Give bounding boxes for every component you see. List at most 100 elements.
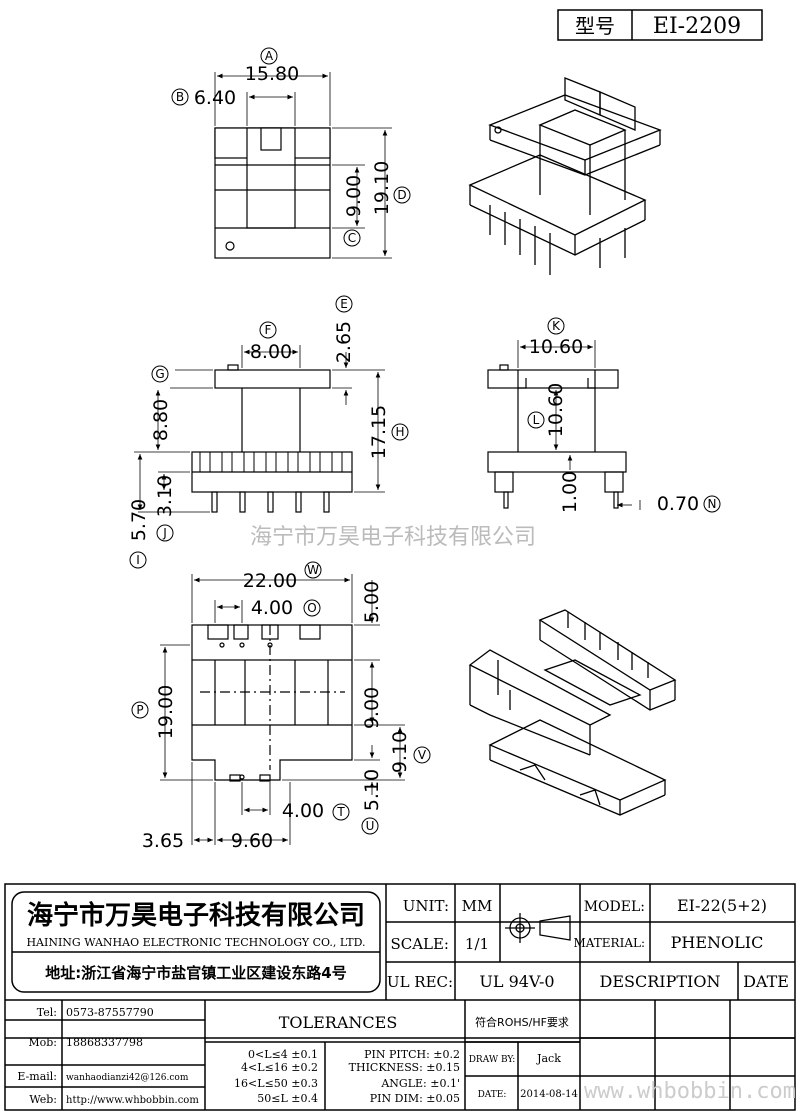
dim-365-value: 3.65 [142,830,184,852]
company-address: 地址:浙江省海宁市盐官镇工业区建设东路4号 [45,964,346,982]
label-p: P [136,703,143,717]
mob-label: Mob: [28,1036,57,1049]
tolerances-heading: TOLERANCES [279,1013,398,1032]
dim-n-small-value: 1.00 [559,471,581,513]
email-label: E-mail: [17,1070,57,1083]
watermark-url: www.whbobbin.com [584,1079,796,1104]
date-value: 2014-08-14 [520,1089,578,1100]
dim-u-value: 5.10 [361,769,383,811]
unit-label: UNIT: [403,897,449,915]
dim-m-value: 8.80 [150,399,172,441]
company-name-en: HAINING WANHAO ELECTRONIC TECHNOLOGY CO.… [26,936,365,949]
dim-v-value: 9.10 [389,731,411,773]
label-i: I [136,553,140,567]
scale-label: SCALE: [390,935,449,953]
material-value: PHENOLIC [671,933,764,952]
date-label: DATE: [478,1090,507,1100]
view-iso-top [468,77,662,275]
header-model-value: EI-2209 [653,14,741,39]
view-side [134,345,385,513]
view-bottom [160,574,405,845]
label-h: H [395,425,404,439]
thickness-tol: THICKNESS: ±0.15 [349,1061,460,1074]
ulrec-value: UL 94V-0 [479,972,554,991]
dim-e-value: 2.65 [333,321,355,363]
label-g: G [155,367,164,381]
label-l: L [533,413,540,427]
draw-by-value: Jack [536,1052,561,1065]
title-block-text: 海宁市万昊电子科技有限公司 HAINING WANHAO ELECTRONIC … [17,896,789,1106]
label-o: O [307,601,316,615]
dim-i-value: 5.70 [128,499,150,541]
dim-h-value: 17.15 [368,405,390,459]
label-k: K [552,319,561,333]
date-header: DATE [743,972,789,991]
dim-a-value: 15.80 [245,63,299,85]
label-d: D [397,188,406,202]
material-label: MATERIAL: [573,936,645,950]
tel-label: Tel: [37,1006,57,1019]
model-label: MODEL: [584,899,645,915]
title-block [4,883,796,1111]
tol-row-4: 50≤L ±0.4 [257,1092,318,1105]
label-c: C [348,231,356,245]
view-front-labels: A 15.80 B 6.40 9.00 C 19.10 D [171,47,411,247]
view-end-labels: K 10.60 L 10.60 1.00 0.70 N [527,317,721,515]
model-value: EI-22(5+2) [677,896,767,915]
email-value: wanhaodianzi42@126.com [66,1073,189,1083]
pin-pitch-tol: PIN PITCH: ±0.2 [364,1048,460,1061]
view-side-labels: E 2.65 F 8.00 G 17.15 H 8.80 5.70 3.10 I… [128,295,409,569]
dim-960-value: 9.60 [231,830,273,852]
header-model-box: 型号 EI-2209 [557,9,763,41]
view-front [214,72,392,259]
dim-n-value: 0.70 [657,493,699,515]
dim-k-value: 10.60 [529,336,583,358]
dim-t-value: 4.00 [282,800,324,822]
label-t: T [336,805,345,819]
dim-s9-value: 9.00 [361,687,383,729]
dim-f-value: 8.00 [250,341,292,363]
mob-value: 18868337798 [66,1036,143,1049]
tel-value: 0573-87557790 [66,1006,154,1019]
header-model-label: 型号 [575,14,615,38]
label-a: A [265,49,274,63]
label-v: V [418,748,427,762]
view-iso-bottom [468,609,677,816]
dim-w-value: 22.00 [243,570,297,592]
draw-by-label: DRAW BY: [469,1055,516,1065]
label-b: B [176,90,184,104]
label-j: J [162,526,167,540]
dim-o-value: 4.00 [251,597,293,619]
angle-tol: ANGLE: ±0.1' [380,1077,460,1090]
label-e: E [340,297,348,311]
unit-value: MM [462,897,493,915]
ulrec-label: UL REC: [387,973,453,991]
rohs-note: 符合ROHS/HF要求 [475,1015,569,1029]
label-n: N [708,497,717,511]
company-name-cn: 海宁市万昊电子科技有限公司 [27,900,365,931]
description-header: DESCRIPTION [600,972,721,991]
pin-dim-tol: PIN DIM: ±0.05 [370,1092,460,1105]
label-u: U [366,819,375,833]
tol-row-1: 0<L≤4 ±0.1 [248,1048,318,1061]
view-end [487,340,641,510]
dim-l-value: 10.60 [545,383,567,437]
dim-b-value: 6.40 [194,87,236,109]
label-w: W [307,563,319,577]
dim-d-value: 19.10 [371,161,393,215]
web-value: http://www.whbobbin.com [66,1095,199,1106]
dim-j-value: 3.10 [154,475,176,517]
label-f: F [265,323,272,337]
watermark-text: 海宁市万昊电子科技有限公司 [250,525,536,550]
web-label: Web: [29,1093,57,1106]
tol-row-2: 4<L≤16 ±0.2 [241,1061,318,1074]
dim-c-value: 9.00 [343,175,365,217]
dim-q5-value: 5.00 [361,581,383,623]
scale-value: 1/1 [465,935,489,953]
view-bottom-labels: 22.00 W 4.00 O 5.00 9.00 9.10 V 5.10 U 1… [131,561,431,852]
projection-symbol [505,913,571,943]
dim-p-value: 19.00 [155,685,177,739]
tol-row-3: 16<L≤50 ±0.3 [234,1077,318,1090]
